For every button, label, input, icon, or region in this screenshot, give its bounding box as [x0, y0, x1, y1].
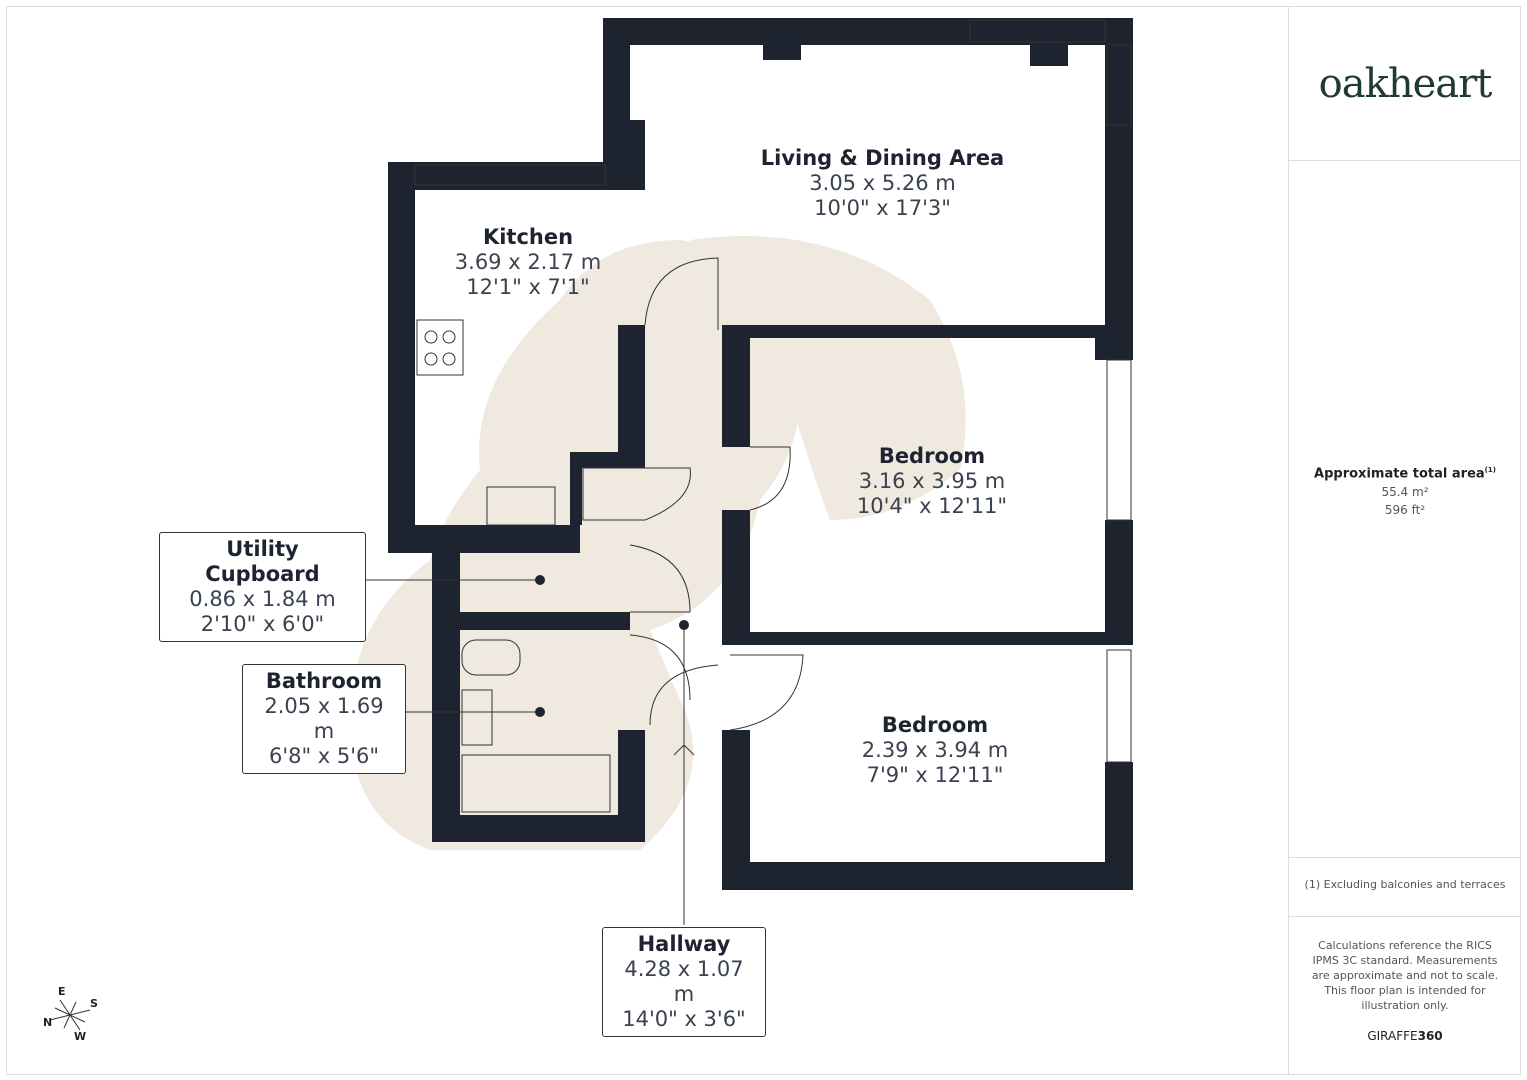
room-kitchen: Kitchen 3.69 x 2.17 m 12'1" x 7'1" [428, 225, 628, 300]
room-imperial: 7'9" x 12'11" [866, 763, 1004, 787]
giraffe360-brand: GIRAFFE360 [1289, 1029, 1521, 1043]
brand-prefix: GIRAFFE [1367, 1029, 1418, 1043]
compass-e: E [58, 985, 66, 998]
total-area: Approximate total area(1) 55.4 m² 596 ft… [1289, 466, 1521, 517]
room-name: Bedroom [878, 444, 986, 468]
area-metric: 55.4 m² [1381, 485, 1429, 500]
room-metric: 3.16 x 3.95 m [858, 469, 1006, 493]
room-imperial: 10'0" x 17'3" [814, 196, 951, 220]
room-imperial: 2'10" x 6'0" [200, 612, 325, 636]
brand-suffix: 360 [1417, 1029, 1443, 1043]
compass-n: N [43, 1016, 53, 1029]
area-note-ref: (1) [1484, 466, 1496, 474]
room-metric: 3.05 x 5.26 m [809, 171, 956, 195]
room-metric: 4.28 x 1.07 m [624, 957, 744, 1006]
room-imperial: 10'4" x 12'11" [856, 494, 1008, 518]
room-living-dining: Living & Dining Area 3.05 x 5.26 m 10'0"… [740, 146, 1025, 221]
fixtures [366, 19, 1132, 925]
room-bedroom-2: Bedroom 2.39 x 3.94 m 7'9" x 12'11" [835, 713, 1035, 788]
disclaimer: Calculations reference the RICS IPMS 3C … [1311, 939, 1499, 1012]
room-metric: 2.05 x 1.69 m [264, 694, 384, 743]
room-metric: 3.69 x 2.17 m [454, 250, 602, 274]
compass-w: W [74, 1030, 87, 1043]
room-imperial: 6'8" x 5'6" [268, 744, 380, 768]
oakheart-logo: oakheart [1318, 61, 1493, 107]
area-imperial: 596 ft² [1384, 503, 1426, 518]
room-bedroom-1: Bedroom 3.16 x 3.95 m 10'4" x 12'11" [832, 444, 1032, 519]
footnote: (1) Excluding balconies and terraces [1304, 878, 1506, 891]
room-metric: 0.86 x 1.84 m [189, 587, 336, 611]
room-name: Hallway [637, 932, 731, 956]
area-title: Approximate total area [1314, 466, 1485, 482]
room-bathroom: Bathroom 2.05 x 1.69 m 6'8" x 5'6" [242, 664, 406, 774]
room-name: Living & Dining Area [760, 146, 1005, 170]
room-name: Kitchen [482, 225, 574, 249]
room-imperial: 14'0" x 3'6" [622, 1007, 746, 1031]
room-name: Utility Cupboard [205, 537, 320, 586]
compass-s: S [90, 997, 98, 1010]
walls [388, 18, 1133, 890]
info-panel: oakheart Approximate total area(1) 55.4 … [1288, 6, 1521, 1075]
leader-dots [535, 575, 689, 717]
compass-rose-icon [49, 999, 91, 1031]
room-metric: 2.39 x 3.94 m [861, 738, 1009, 762]
room-name: Bathroom [265, 669, 383, 693]
page-frame [6, 6, 1521, 1075]
room-imperial: 12'1" x 7'1" [466, 275, 590, 299]
room-utility-cupboard: Utility Cupboard 0.86 x 1.84 m 2'10" x 6… [159, 532, 366, 642]
room-name: Bedroom [881, 713, 989, 737]
room-hallway: Hallway 4.28 x 1.07 m 14'0" x 3'6" [602, 927, 766, 1037]
